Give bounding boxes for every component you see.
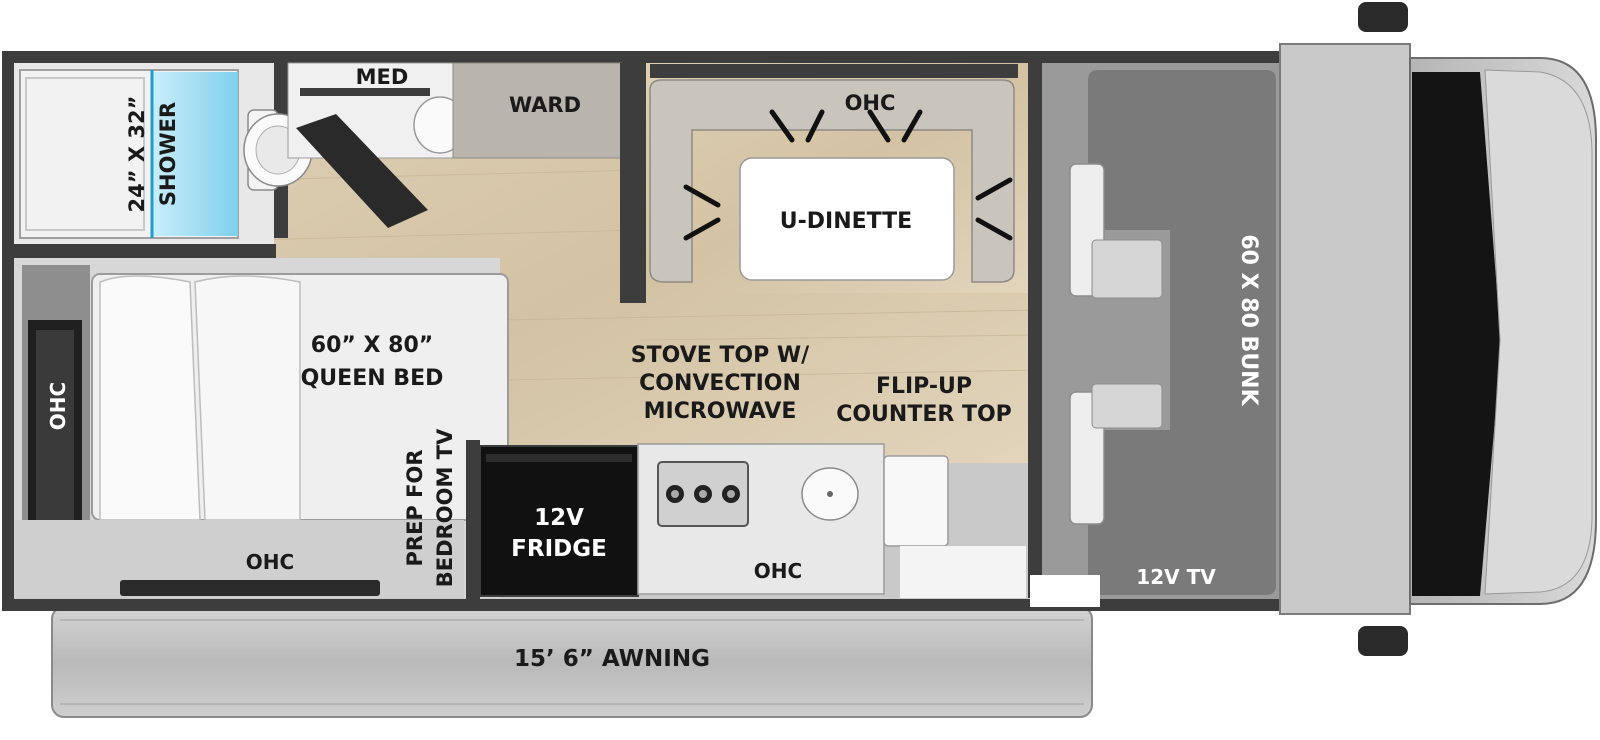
- dinette: [636, 63, 1028, 293]
- cab-seat-icon: [1069, 163, 1163, 299]
- label-tv-front: 12V TV: [1136, 565, 1216, 589]
- bedroom: [14, 258, 509, 598]
- label-shower: SHOWER: [156, 102, 180, 206]
- label-bunk: 60 X 80 BUNK: [1236, 234, 1261, 406]
- label-shower-size: 24” X 32”: [125, 96, 149, 213]
- label-med: MED: [356, 65, 409, 89]
- bathroom: [14, 63, 288, 258]
- label-ohc-kitchen: OHC: [754, 559, 802, 583]
- label-stove-2: CONVECTION: [639, 371, 801, 396]
- dinette-table: [739, 157, 955, 281]
- label-bed: QUEEN BED: [301, 366, 444, 391]
- cab-area: [1042, 63, 1305, 599]
- label-fridge-2: FRIDGE: [511, 536, 607, 562]
- label-ohc-bed: OHC: [246, 550, 294, 574]
- flip-up-counter: [883, 455, 949, 547]
- label-fridge-1: 12V: [534, 505, 584, 531]
- label-bed-size: 60” X 80”: [311, 333, 433, 358]
- kitchen-sink-icon: [801, 467, 859, 521]
- label-stove-3: MICROWAVE: [644, 399, 797, 424]
- cab-seat-icon: [1069, 383, 1163, 525]
- mirror-right: [1358, 626, 1408, 656]
- label-stove-1: STOVE TOP W/: [631, 343, 810, 368]
- entry-door: [1030, 575, 1100, 607]
- interior-walls: [636, 63, 1042, 598]
- label-flip-2: COUNTER TOP: [836, 402, 1012, 427]
- mirror-icon: [296, 114, 428, 228]
- bed-step: [120, 580, 380, 596]
- cab-exterior: [1279, 2, 1597, 656]
- bunk: [1088, 70, 1276, 595]
- label-prep-2: BEDROOM TV: [433, 428, 457, 587]
- pillow-icon: [99, 275, 201, 521]
- label-ohc-dinette: OHC: [845, 91, 896, 115]
- fridge: [479, 445, 639, 597]
- label-dinette: U-DINETTE: [780, 209, 912, 234]
- windshield: [1412, 72, 1500, 596]
- mirror-left: [1358, 2, 1408, 32]
- stove-burners-icon: [657, 461, 749, 527]
- label-ohc-rear: OHC: [46, 382, 70, 430]
- floor-grain: [249, 169, 1041, 381]
- table-legs: [683, 109, 1013, 241]
- shower-glass: [152, 72, 238, 236]
- label-ward: WARD: [509, 93, 581, 117]
- label-awning: 15’ 6” AWNING: [514, 646, 710, 672]
- label-flip-1: FLIP-UP: [876, 374, 972, 399]
- label-prep-1: PREP FOR: [403, 450, 427, 567]
- wardrobe: [452, 62, 636, 303]
